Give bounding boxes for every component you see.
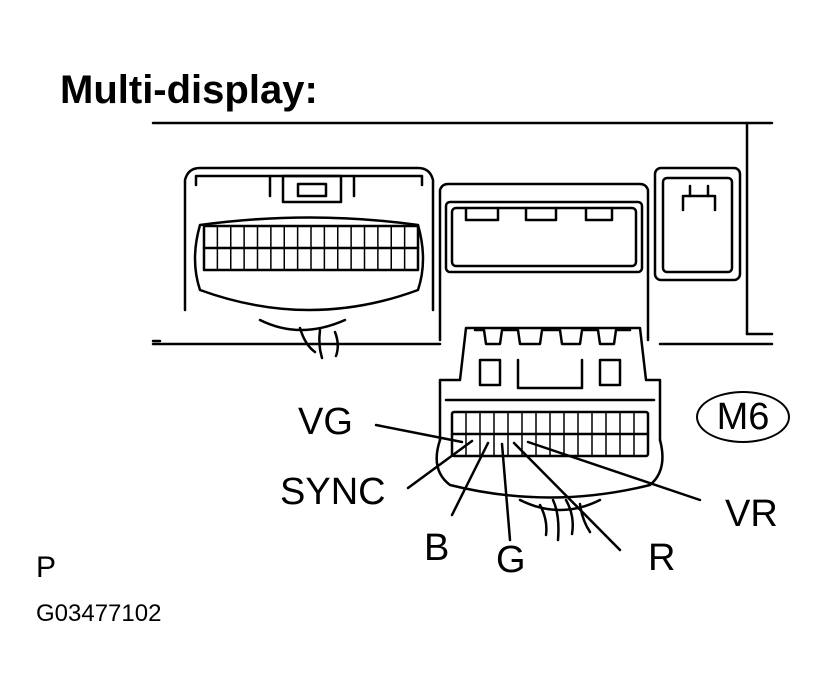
connector-id-badge: M6 [696, 391, 790, 443]
right-connector [653, 166, 742, 282]
connector-id-text: M6 [716, 396, 770, 438]
pin-label-vg: VG [298, 401, 353, 443]
pin-label-b: B [424, 527, 450, 569]
left-connector [183, 166, 435, 360]
pin-label-r: R [648, 537, 676, 579]
figure-code: G03477102 [36, 600, 162, 627]
pin-label-sync: SYNC [280, 471, 386, 513]
m6-connector [435, 326, 664, 542]
leader-lines [374, 423, 702, 552]
pin-label-vr: VR [725, 493, 778, 535]
unit-housing [151, 121, 774, 346]
pin-label-g: G [496, 539, 526, 581]
footer-letter: P [36, 551, 57, 584]
middle-connector [438, 182, 650, 342]
diagram-title: Multi-display: [60, 68, 318, 112]
